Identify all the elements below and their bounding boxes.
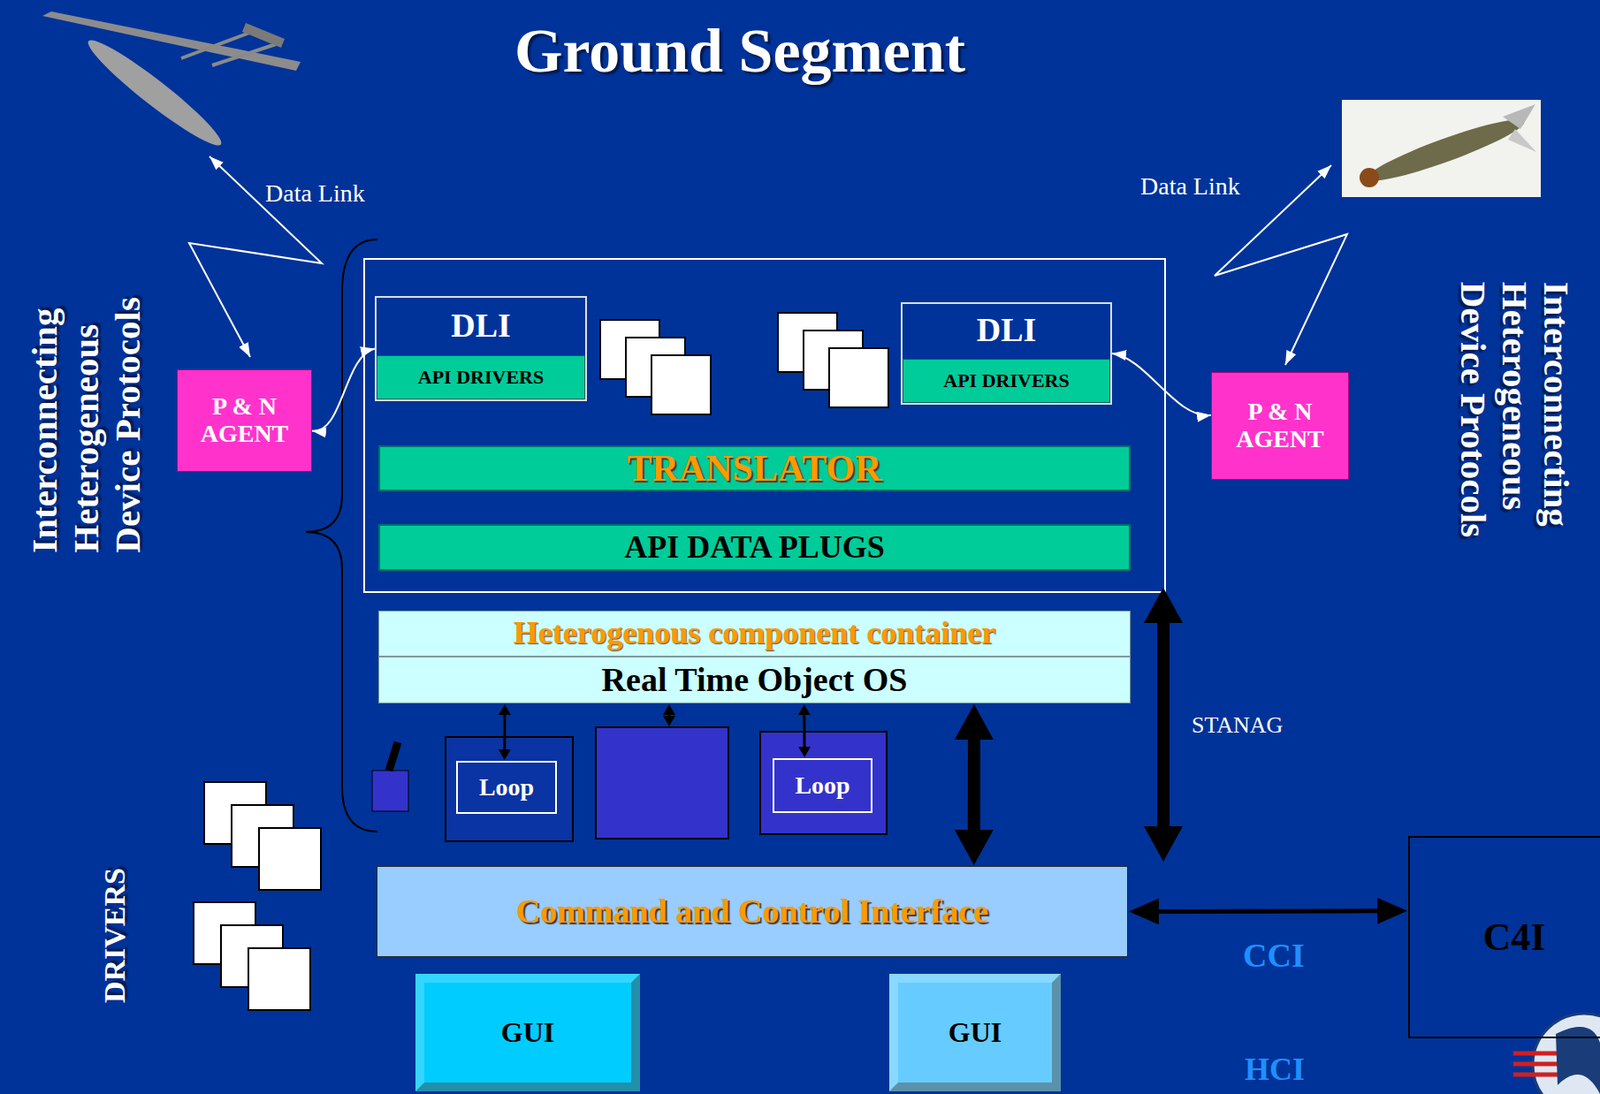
c4i-box: C4I — [1408, 836, 1600, 1039]
box-text: Loop — [461, 774, 552, 802]
interface-label: CCI — [1242, 937, 1305, 976]
slide-title: Ground Segment — [514, 15, 966, 88]
joystick-icon — [372, 770, 409, 812]
missile-photo — [1341, 99, 1541, 198]
command-interface-box: Command and Control Interface — [376, 866, 1128, 958]
box-text: API DRIVERS — [380, 366, 581, 389]
connector-arrow — [802, 714, 806, 748]
dli-box: DLI API DRIVERS — [374, 296, 587, 402]
stanag-arrow — [1157, 622, 1170, 828]
logo-stripe — [1513, 1062, 1558, 1067]
uav-boom — [212, 44, 276, 66]
component-box — [595, 727, 729, 839]
agent-box: P & N AGENT — [1211, 372, 1349, 480]
box-text: GUI — [901, 1017, 1049, 1049]
bus-label: STANAG — [1191, 712, 1283, 740]
side-caption: Interconnecting Heterogeneous Device Pro… — [1451, 281, 1577, 618]
loop-box: Loop — [772, 758, 873, 814]
translator-frame — [364, 259, 1166, 593]
gui-button: GUI — [415, 974, 640, 1092]
os-band: Real Time Object OS — [378, 656, 1131, 704]
connector-arrow — [312, 349, 375, 432]
box-text: Command and Control Interface — [380, 893, 1124, 931]
interface-label: HCI — [1244, 1051, 1305, 1089]
missile-fin — [1508, 129, 1537, 153]
drivers-label: DRIVERS — [96, 868, 131, 1004]
connector-arrow — [1112, 353, 1212, 416]
square-icon — [259, 828, 321, 891]
box-text: API DATA PLUGS — [383, 530, 1126, 566]
agent-box: P & N AGENT — [176, 369, 313, 473]
loop-housing — [445, 737, 573, 842]
link-label: Data Link — [1140, 172, 1241, 201]
joystick-stick — [388, 742, 398, 771]
box-text: TRANSLATOR — [383, 448, 1126, 489]
translator-band: TRANSLATOR — [378, 445, 1131, 492]
box-text: P & N AGENT — [1215, 398, 1345, 454]
link-label: Data Link — [265, 179, 366, 208]
box-text: Heterogenous component container — [382, 616, 1127, 652]
curly-brace — [305, 239, 378, 832]
api-drivers-band: API DRIVERS — [376, 355, 586, 400]
container-band: Heterogenous component container — [378, 610, 1131, 657]
connector-arrow — [502, 714, 506, 751]
data-plugs-band: API DATA PLUGS — [378, 524, 1131, 572]
square-icon — [248, 948, 311, 1011]
uav-tail — [242, 22, 285, 48]
box-text: P & N AGENT — [181, 393, 308, 449]
connector-arrow — [967, 739, 981, 831]
dli-box: DLI API DRIVERS — [900, 302, 1113, 405]
missile-fin — [1502, 104, 1536, 130]
logo-stripe — [1513, 1051, 1558, 1057]
side-caption: Interconnecting Heterogeneous Device Pro… — [23, 216, 149, 553]
box-text: API DRIVERS — [906, 370, 1106, 392]
missile-body — [1362, 110, 1528, 190]
gui-button: GUI — [889, 974, 1061, 1092]
loop-box: Loop — [456, 761, 557, 815]
box-text: DLI — [906, 312, 1107, 350]
logo — [1513, 1013, 1600, 1094]
box-text: DLI — [380, 307, 582, 345]
loop-housing — [760, 731, 887, 835]
box-text: Loop — [777, 772, 868, 800]
box-text: C4I — [1413, 916, 1600, 960]
api-drivers-band: API DRIVERS — [902, 358, 1111, 404]
square-icon — [651, 355, 711, 415]
logo-stripe — [1513, 1073, 1558, 1078]
box-text: Real Time Object OS — [382, 662, 1127, 700]
square-icon — [829, 348, 889, 408]
small-arrow — [668, 714, 671, 717]
uav-wing — [42, 11, 301, 71]
uav-illustration — [42, 11, 301, 155]
missile-nose — [1359, 167, 1380, 188]
connector-arrow — [1158, 908, 1379, 915]
box-text: GUI — [427, 1017, 628, 1049]
missile-illustration — [1341, 99, 1541, 198]
